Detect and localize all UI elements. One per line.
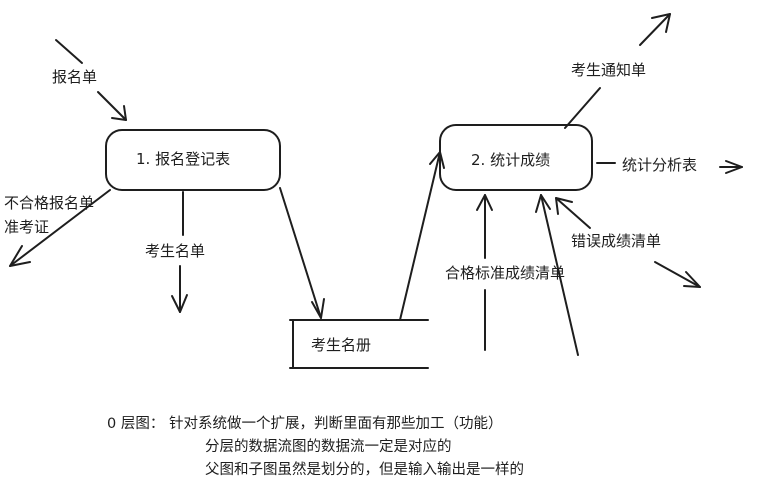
note-line-3: 父图和子图虽然是划分的，但是输入输出是一样的 [205,462,524,478]
arrow-notice [564,13,671,129]
flow-label-signup: 报名单 [52,68,98,86]
datastore-shape[interactable] [289,319,429,369]
flow-label-analysis: 统计分析表 [622,156,698,174]
flow-label-notice: 考生通知单 [571,61,647,79]
note-line-2: 分层的数据流图的数据流一定是对应的 [205,439,452,455]
arrow-student-list [171,191,188,313]
arrow-rejected [9,189,111,267]
arrow-error-list [555,197,701,288]
process-2-label[interactable]: 2. 统计成绩 [471,151,551,169]
arrow-signup [55,39,127,121]
process-box-1[interactable] [105,129,281,191]
arrow-analysis [596,160,743,174]
flow-label-admission: 准考证 [4,218,50,236]
datastore-label[interactable]: 考生名册 [311,336,372,354]
arrow-to-datastore [279,187,325,319]
flow-label-student-list: 考生名单 [145,242,206,260]
arrow-datastore-to-process2 [399,151,445,321]
arrow-qualified [476,194,493,351]
process-1-label[interactable]: 1. 报名登记表 [136,150,231,168]
flow-label-error-list: 错误成绩清单 [571,232,662,250]
arrow-scores-up [535,194,579,356]
note-line-1: 0 层图： 针对系统做一个扩展，判断里面有那些加工（功能） [107,416,503,432]
process-box-2[interactable] [439,124,593,191]
flow-label-rejected: 不合格报名单 [4,194,95,212]
flow-label-qualified: 合格标准成绩清单 [445,264,566,282]
